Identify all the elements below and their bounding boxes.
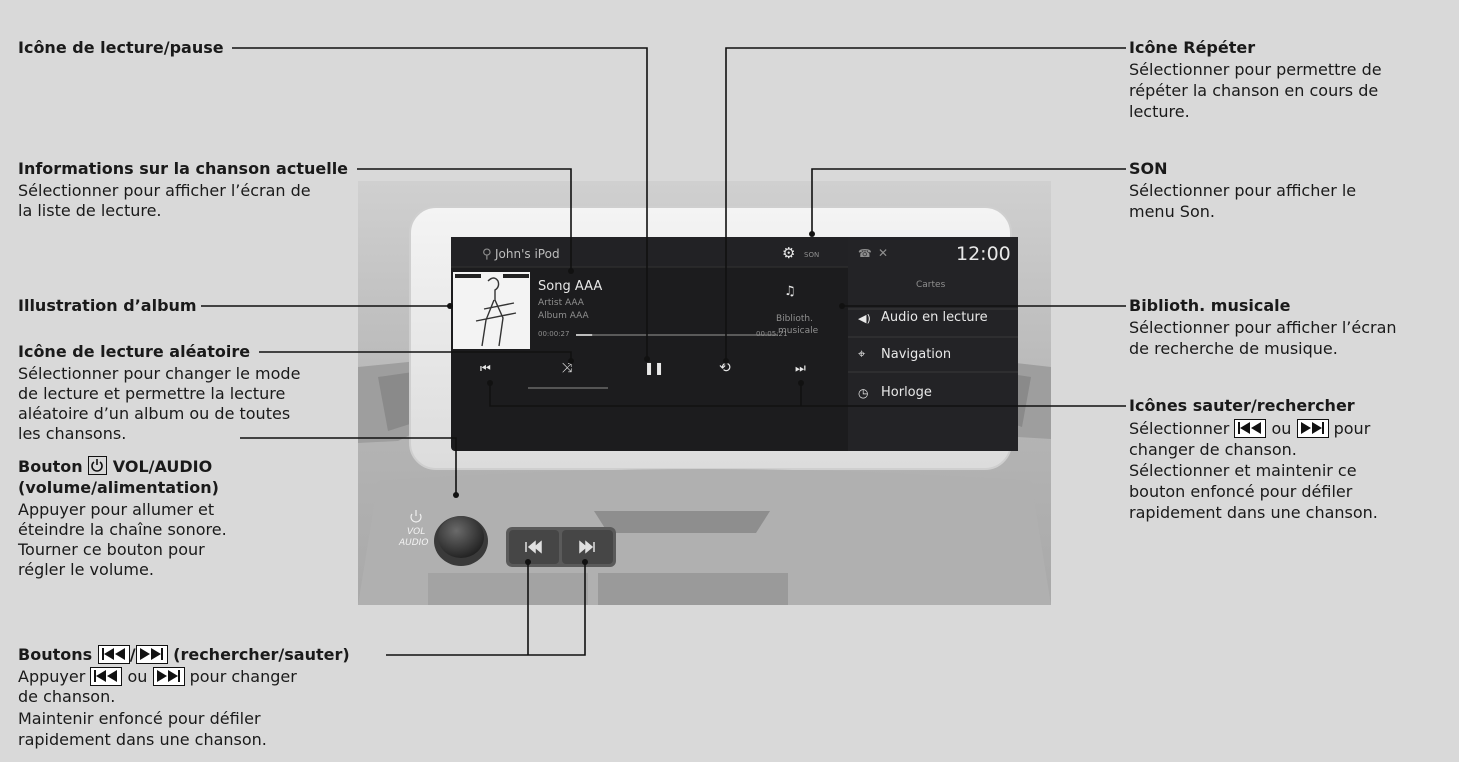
bluetooth-off-icon: ✕ bbox=[878, 246, 889, 260]
navigation-icon: ⌖ bbox=[858, 347, 866, 362]
song-title[interactable]: Song AAA bbox=[538, 279, 603, 294]
usb-icon: ⚲ bbox=[482, 247, 492, 262]
callout-vol-audio-desc-1: Appuyer pour allumer et bbox=[18, 500, 215, 519]
gear-icon[interactable]: ⚙ bbox=[782, 244, 796, 262]
music-library-icon[interactable]: ♫ bbox=[784, 284, 796, 299]
callout-son-desc-2: menu Son. bbox=[1129, 202, 1215, 221]
callout-vol-audio-desc-4: régler le volume. bbox=[18, 560, 154, 579]
callout-son-title: SON bbox=[1129, 159, 1168, 178]
callout-skip-icons-desc-2: Sélectionner et maintenir ce bbox=[1129, 461, 1357, 480]
skip-forward-key-icon bbox=[135, 645, 168, 664]
skip-forward-key-icon bbox=[152, 667, 185, 686]
callout-play-pause-title: Icône de lecture/pause bbox=[18, 38, 224, 57]
menu-item-navigation[interactable]: Navigation bbox=[881, 347, 952, 362]
callout-shuffle-desc-1: Sélectionner pour changer le mode bbox=[18, 364, 301, 383]
callout-song-info-title: Informations sur la chanson actuelle bbox=[18, 159, 349, 178]
son-label[interactable]: SON bbox=[804, 251, 820, 259]
callout-skip-icons-desc-1: changer de chanson. bbox=[1129, 440, 1297, 459]
phone-icon: ☎ bbox=[858, 247, 872, 260]
callout-skip-icons-desc-4: rapidement dans une chanson. bbox=[1129, 503, 1378, 522]
callout-library-desc-1: Sélectionner pour afficher l’écran bbox=[1129, 318, 1397, 337]
clock-icon: ◷ bbox=[858, 386, 869, 400]
skip-back-key-icon bbox=[90, 667, 123, 686]
callout-buttons-seek-desc-prefix: Appuyer bbox=[18, 667, 86, 686]
callout-buttons-seek-desc-suffix: pour changer bbox=[189, 667, 297, 686]
menu-header[interactable]: Cartes bbox=[916, 280, 946, 290]
menu-item-clock[interactable]: Horloge bbox=[881, 385, 932, 400]
callout-buttons-seek-suffix: (rechercher/sauter) bbox=[173, 645, 350, 664]
callout-buttons-seek-desc-1: de chanson. bbox=[18, 687, 116, 706]
power-icon bbox=[88, 456, 108, 475]
audio-label: AUDIO bbox=[399, 538, 429, 548]
vol-label: VOL bbox=[407, 527, 426, 537]
callout-skip-icons-desc-mid: ou bbox=[1271, 419, 1292, 438]
callout-vol-audio-desc-2: éteindre la chaîne sonore. bbox=[18, 520, 227, 539]
callout-vol-audio-title: Bouton VOL/AUDIO bbox=[18, 456, 212, 477]
callout-skip-icons-line-1: Sélectionner ou pour bbox=[1129, 419, 1370, 439]
skip-forward-key-icon bbox=[1296, 419, 1329, 438]
callout-library-desc-2: de recherche de musique. bbox=[1129, 339, 1338, 358]
callout-vol-audio-desc-3: Tourner ce bouton pour bbox=[18, 540, 205, 559]
callout-son-desc-1: Sélectionner pour afficher le bbox=[1129, 181, 1357, 200]
album-name[interactable]: Album AAA bbox=[538, 311, 589, 321]
callout-repeat-desc-3: lecture. bbox=[1129, 102, 1190, 121]
clock-readout: 12:00 bbox=[956, 243, 1011, 265]
callout-buttons-seek-desc-3: rapidement dans une chanson. bbox=[18, 730, 267, 749]
skip-forward-icon[interactable]: ⏭ bbox=[795, 361, 806, 375]
head-unit-photo: ⚲ John's iPod ⚙ SON ☎ ✕ 12:00 Song AAA A… bbox=[358, 181, 1051, 605]
callout-repeat-title: Icône Répéter bbox=[1129, 38, 1256, 57]
callout-repeat-desc-2: répéter la chanson en cours de bbox=[1129, 81, 1379, 100]
callout-buttons-seek-prefix: Boutons bbox=[18, 645, 93, 664]
shuffle-icon[interactable]: ⤨ bbox=[562, 361, 573, 376]
callout-buttons-seek-desc-2: Maintenir enfoncé pour défiler bbox=[18, 709, 261, 728]
artist-name[interactable]: Artist AAA bbox=[538, 298, 584, 308]
pause-icon[interactable]: ❚❚ bbox=[644, 361, 665, 375]
callout-song-info-desc-2: la liste de lecture. bbox=[18, 201, 162, 220]
callout-library-title: Biblioth. musicale bbox=[1129, 296, 1291, 315]
callout-skip-icons-desc-prefix: Sélectionner bbox=[1129, 419, 1230, 438]
time-elapsed: 00:00:27 bbox=[538, 330, 570, 338]
callout-vol-audio-prefix: Bouton bbox=[18, 457, 83, 476]
callout-buttons-seek-line-1: Appuyer ou pour changer bbox=[18, 667, 297, 687]
callout-shuffle-desc-2: de lecture et permettre la lecture bbox=[18, 384, 286, 403]
repeat-icon[interactable]: ⟲ bbox=[719, 360, 731, 376]
callout-vol-audio-suffix: VOL/AUDIO bbox=[112, 457, 213, 476]
device-name: John's iPod bbox=[495, 247, 560, 261]
callout-shuffle-title: Icône de lecture aléatoire bbox=[18, 342, 251, 361]
callout-repeat-desc-1: Sélectionner pour permettre de bbox=[1129, 60, 1382, 79]
skip-back-key-icon bbox=[97, 645, 130, 664]
callout-buttons-seek-title: Boutons / (rechercher/sauter) bbox=[18, 645, 350, 664]
time-total: 00:05:21 bbox=[756, 330, 788, 338]
library-label-2[interactable]: musicale bbox=[778, 326, 819, 336]
skip-back-icon[interactable]: ⏮ bbox=[480, 361, 491, 375]
callout-skip-icons-desc-3: bouton enfoncé pour défiler bbox=[1129, 482, 1353, 501]
speaker-icon: ◀) bbox=[858, 312, 871, 325]
power-icon bbox=[410, 510, 422, 523]
callout-album-art-title: Illustration d’album bbox=[18, 296, 197, 315]
menu-item-audio[interactable]: Audio en lecture bbox=[881, 310, 988, 325]
callout-buttons-seek-desc-mid: ou bbox=[127, 667, 148, 686]
callout-song-info-desc-1: Sélectionner pour afficher l’écran de bbox=[18, 181, 311, 200]
library-label-1[interactable]: Biblioth. bbox=[776, 314, 813, 324]
callout-skip-icons-title: Icônes sauter/rechercher bbox=[1129, 396, 1355, 415]
callout-shuffle-desc-4: les chansons. bbox=[18, 424, 127, 443]
callout-vol-audio-title-2: (volume/alimentation) bbox=[18, 478, 219, 497]
callout-skip-icons-desc-suffix: pour bbox=[1333, 419, 1371, 438]
skip-back-key-icon bbox=[1234, 419, 1267, 438]
callout-shuffle-desc-3: aléatoire d’un album ou de toutes bbox=[18, 404, 291, 423]
